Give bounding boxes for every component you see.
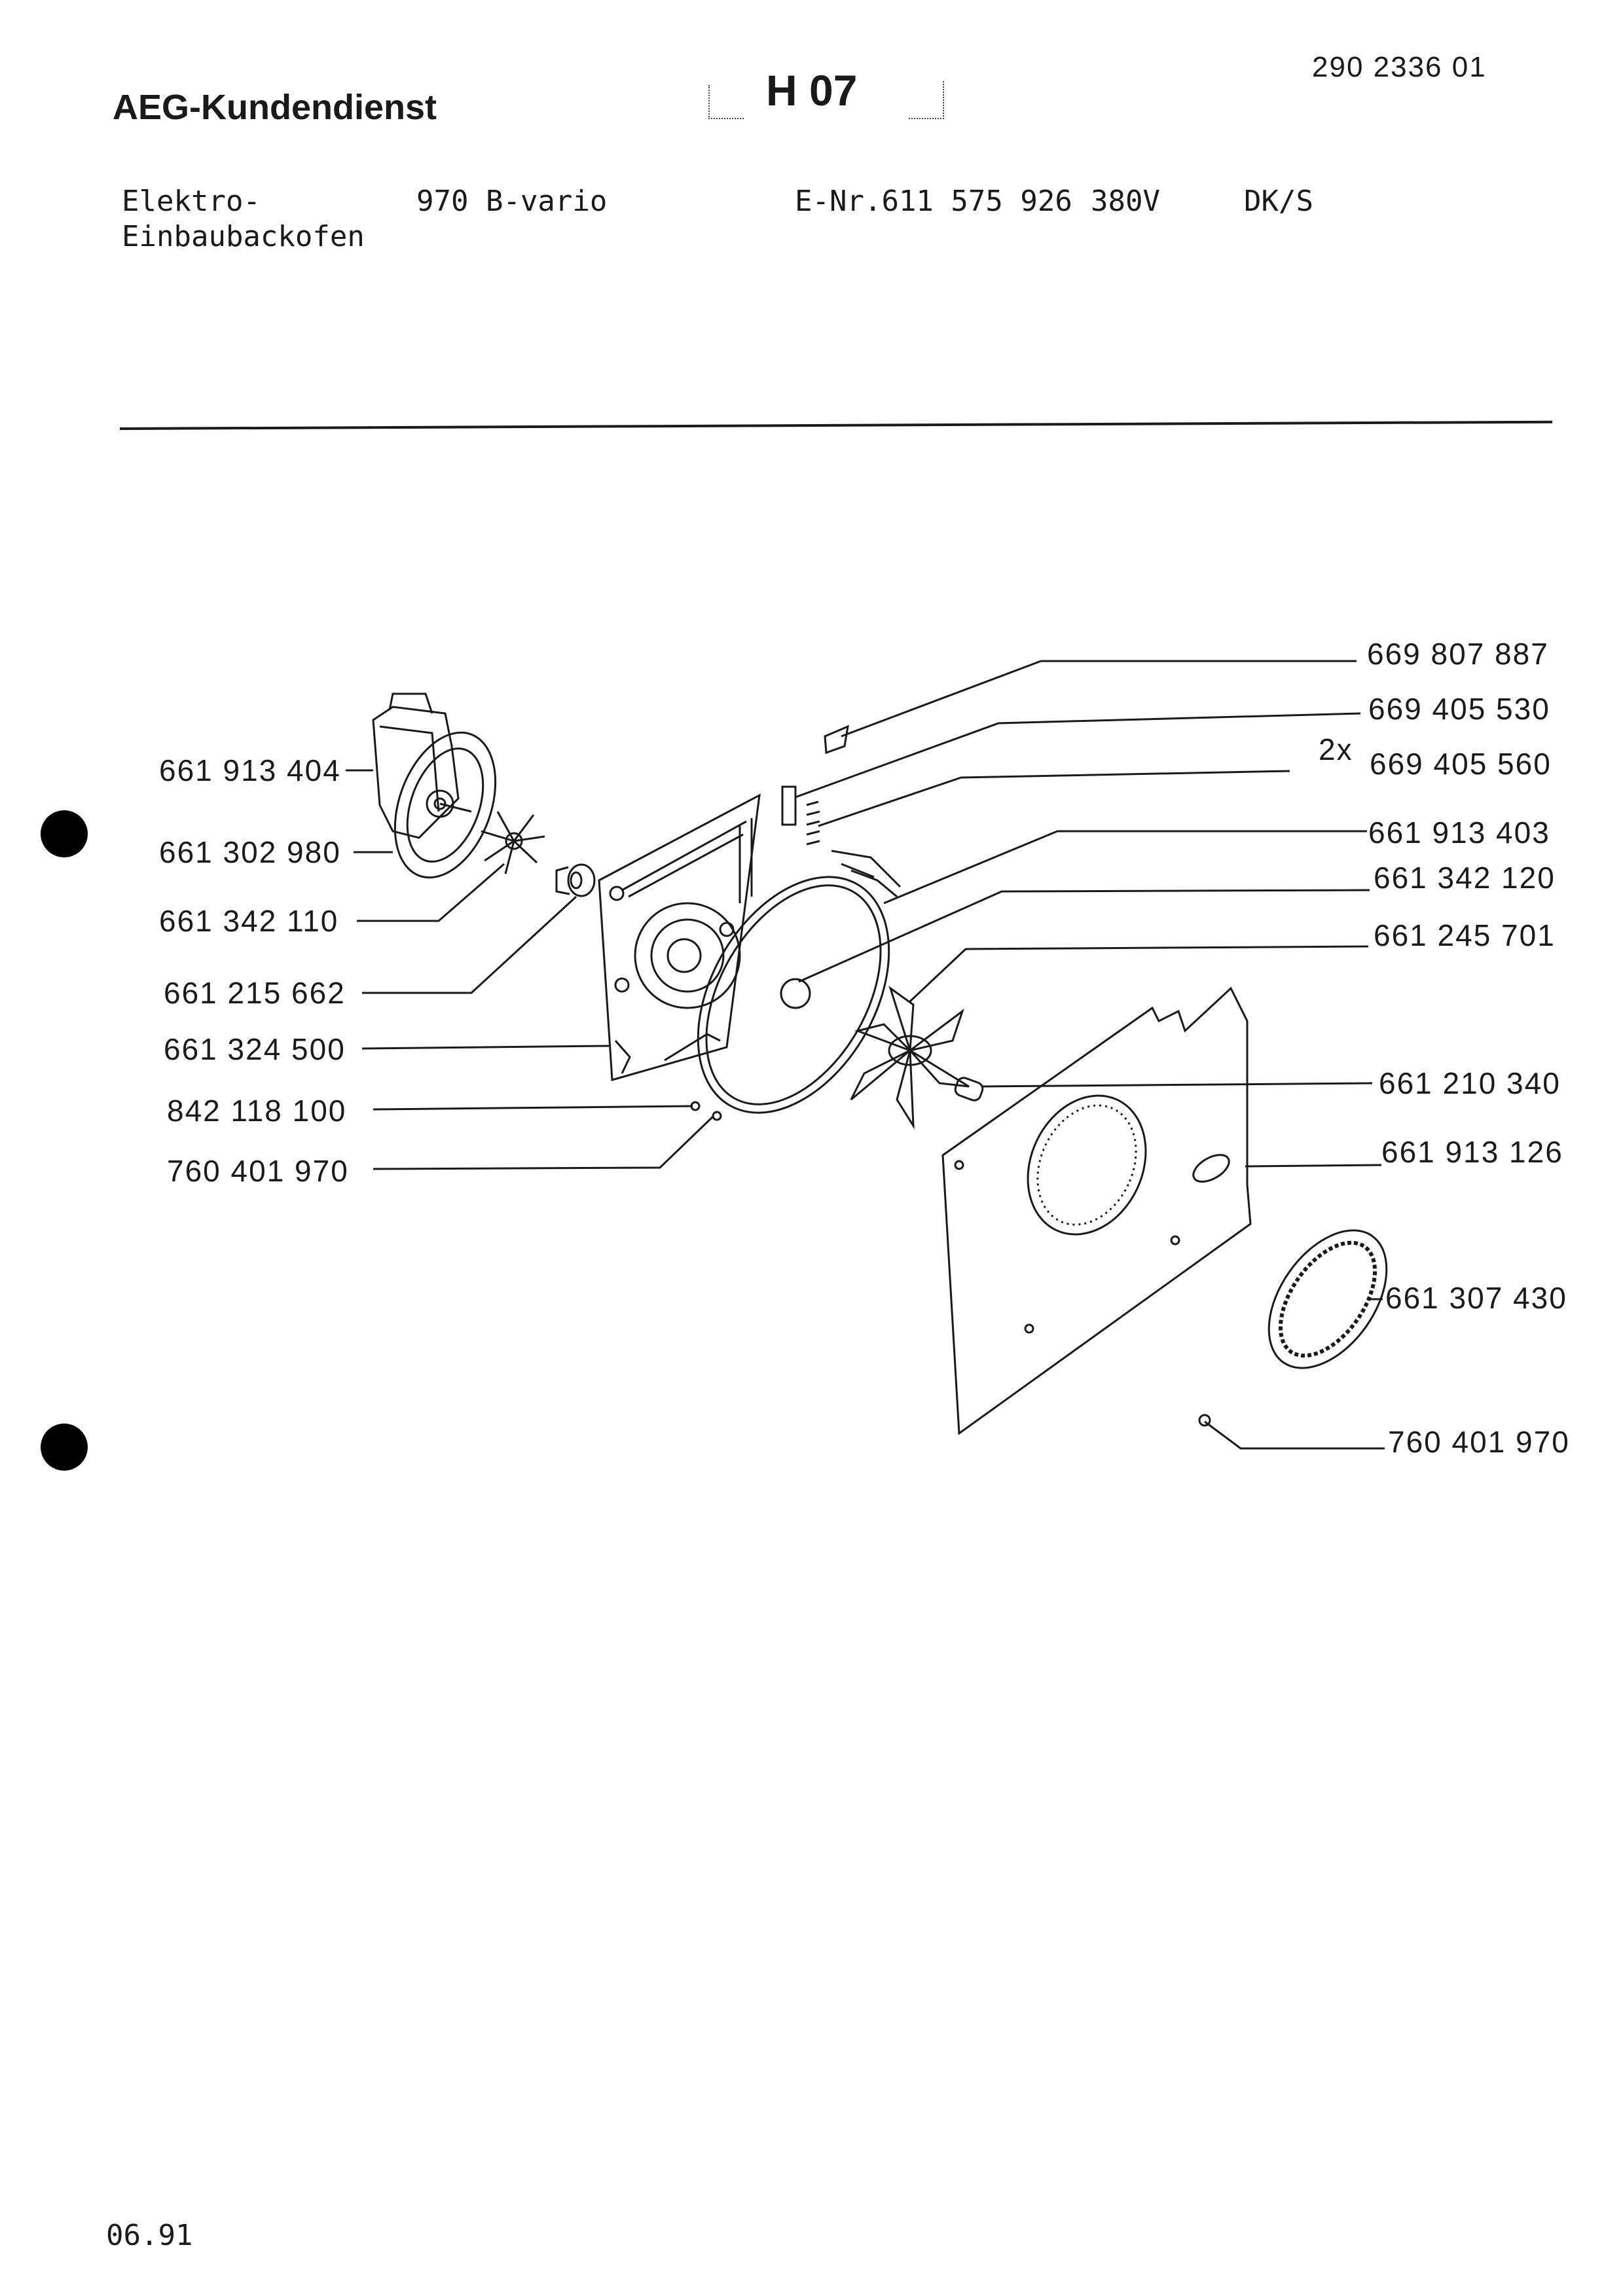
- punch-hole-bottom: [41, 1424, 88, 1471]
- leader-661-342-120: [799, 890, 1370, 982]
- part-number-label: 661 215 662: [164, 976, 346, 1010]
- leader-669-405-560: [818, 771, 1290, 826]
- bushing-drawing: [556, 865, 594, 896]
- part-number-label: 661 342 120: [1374, 861, 1556, 895]
- leader-760-401-970-right: [1205, 1422, 1385, 1448]
- part-number-label: 661 210 340: [1379, 1066, 1561, 1100]
- leader-661-913-403: [884, 831, 1367, 903]
- leader-661-245-701: [910, 946, 1368, 1001]
- part-number-label: 661 245 701: [1374, 918, 1556, 952]
- ring-heater-drawing: [659, 844, 928, 1147]
- product-type-line1: Elektro-: [122, 185, 261, 218]
- section-code: H 07: [766, 66, 858, 115]
- code-bracket-right: [909, 81, 944, 119]
- part-number-label: 760 401 970: [1388, 1425, 1570, 1459]
- washer-drawing: [691, 1102, 699, 1110]
- part-number-label: 661 913 403: [1368, 816, 1550, 850]
- leader-661-913-126: [1245, 1165, 1381, 1166]
- small-impeller-drawing: [481, 812, 545, 874]
- screw-right-drawing: [1199, 1415, 1210, 1426]
- part-number-label: 669 807 887: [1367, 637, 1549, 671]
- quantity-note: 2x: [1319, 732, 1353, 766]
- leader-661-342-110: [357, 864, 504, 921]
- leader-661-210-340: [982, 1083, 1372, 1086]
- part-number-label: 661 307 430: [1385, 1281, 1567, 1315]
- leader-760-401-970-left: [373, 1116, 714, 1169]
- part-number-label: 661 302 980: [159, 835, 341, 869]
- product-enr: E-Nr.611 575 926: [795, 185, 1072, 218]
- fan-cover-panel-drawing: [943, 988, 1250, 1433]
- part-number-label: 842 118 100: [167, 1094, 347, 1128]
- part-number-label: 661 324 500: [164, 1032, 346, 1066]
- part-number-label: 661 913 126: [1381, 1135, 1563, 1169]
- document-number: 290 2336 01: [1312, 51, 1487, 83]
- screw-left-drawing: [713, 1112, 721, 1120]
- fan-blade-drawing: [851, 988, 969, 1126]
- footer-date: 06.91: [106, 2219, 193, 2252]
- part-number-label: 760 401 970: [167, 1154, 349, 1188]
- fan-motor-drawing: [373, 694, 514, 891]
- bracket-drawing: [782, 726, 848, 844]
- part-number-label: 661 342 110: [159, 904, 339, 938]
- brand-title: AEG-Kundendienst: [113, 88, 437, 127]
- sleeve-drawing: [953, 1076, 984, 1102]
- product-market: DK/S: [1244, 185, 1313, 218]
- code-bracket-left: [708, 85, 744, 119]
- punch-hole-top: [41, 810, 88, 857]
- leader-661-324-500: [362, 1046, 609, 1049]
- grease-filter-drawing: [1245, 1209, 1410, 1390]
- leader-661-215-662: [362, 897, 576, 993]
- product-model: 970 B-vario: [416, 185, 608, 218]
- leader-842-118-100: [373, 1106, 693, 1109]
- back-panel-drawing: [599, 795, 759, 1080]
- leader-669-405-530: [795, 713, 1360, 797]
- part-number-label: 661 913 404: [159, 753, 341, 787]
- product-type-line2: Einbaubackofen: [122, 220, 365, 253]
- part-number-label: 669 405 530: [1368, 692, 1550, 726]
- part-number-label: 669 405 560: [1370, 747, 1552, 781]
- leader-669-807-887: [841, 661, 1357, 736]
- product-voltage: 380V: [1091, 185, 1160, 218]
